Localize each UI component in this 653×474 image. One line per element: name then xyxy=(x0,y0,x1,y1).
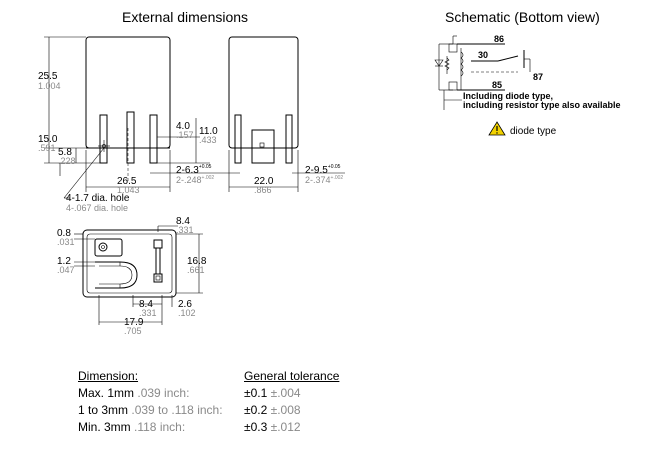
bottom-terminal-u xyxy=(95,261,138,289)
side-terminal-center xyxy=(251,129,275,164)
front-width-mm: 26.5 xyxy=(117,176,137,187)
hole-label-mm: 4-1.7 dia. hole xyxy=(66,193,130,204)
pin-85-label: 85 xyxy=(492,80,502,90)
bottom-g-in: .705 xyxy=(124,326,142,336)
external-dimensions-title: External dimensions xyxy=(122,9,248,25)
bottom-b-in: .047 xyxy=(57,265,75,275)
pin-30-label: 30 xyxy=(478,50,488,60)
diode-symbol xyxy=(434,59,444,67)
bottom-c-in: .331 xyxy=(176,225,194,235)
coil-symbol xyxy=(460,51,464,77)
side-pins-in: 2-.374+.002 xyxy=(305,175,343,185)
row-dim-in: .039 inch: xyxy=(137,386,190,400)
bottom-f-in: .102 xyxy=(178,308,196,318)
side-body-outline xyxy=(228,36,299,149)
bottom-a-mm: 0.8 xyxy=(57,228,71,239)
front-width-in: 1.043 xyxy=(117,185,140,195)
row-dim-mm: Max. 1mm xyxy=(78,386,135,400)
front-height2-in: .591 xyxy=(38,143,56,153)
row-dim-mm: Min. 3mm xyxy=(78,420,131,434)
bottom-d-mm: 16.8 xyxy=(187,256,207,267)
side-width-mm: 22.0 xyxy=(254,176,274,187)
dimension-header: Dimension: xyxy=(78,369,139,383)
schematic-title: Schematic (Bottom view) xyxy=(445,9,600,25)
bottom-body-outline xyxy=(82,229,177,298)
row-tol-mm: ±0.2 xyxy=(244,403,268,417)
front-view: 25.5 1.004 15.0 .591 5.8 .228 26.5 1.043… xyxy=(38,36,240,213)
pin-86-label: 86 xyxy=(494,34,504,44)
front-d1-mm: 4.0 xyxy=(176,121,190,132)
bottom-view: 0.8 .031 1.2 .047 8.4 .331 16.8 .661 8.4… xyxy=(57,216,207,336)
bottom-terminal-vertical xyxy=(155,247,161,275)
front-d1-in: .157 xyxy=(176,130,194,140)
resistor-symbol xyxy=(444,57,450,71)
side-terminal-right xyxy=(285,114,293,164)
tolerance-table: Dimension: General tolerance Max. 1mm .0… xyxy=(78,368,339,436)
row-tol-in: ±.008 xyxy=(270,403,301,417)
bottom-a-in: .031 xyxy=(57,237,75,247)
bottom-terminal-top xyxy=(94,238,123,257)
front-terminal-left xyxy=(99,114,108,164)
diode-type-label: diode type xyxy=(510,126,557,137)
row-dim-mm: 1 to 3mm xyxy=(78,403,129,417)
row-dim-in: .039 to .118 inch: xyxy=(131,403,223,417)
row-tol-in: ±.004 xyxy=(270,386,301,400)
front-d2-in: .433 xyxy=(199,135,217,145)
bottom-g-mm: 17.9 xyxy=(124,317,144,328)
front-d2-mm: 11.0 xyxy=(199,126,218,137)
front-pin-in: .228 xyxy=(58,156,76,166)
front-height-in: 1.004 xyxy=(38,81,61,91)
tolerance-header-right: General tolerance xyxy=(244,369,340,383)
bottom-terminal-small-top xyxy=(153,239,163,249)
row-tol-mm: ±0.3 xyxy=(244,420,268,434)
tolerance-header: Dimension: General tolerance xyxy=(78,368,339,385)
bottom-f-mm: 2.6 xyxy=(178,299,192,310)
tolerance-row: 1 to 3mm .039 to .118 inch: ±0.2 ±.008 xyxy=(78,402,339,419)
bottom-c-mm: 8.4 xyxy=(176,216,190,227)
row-tol-in: ±.012 xyxy=(270,420,301,434)
front-pins-in: 2-.248+.002 xyxy=(176,175,214,185)
side-view: 22.0 .866 2-9.5+0.05 2-.374+.002 xyxy=(228,36,345,195)
bottom-b-mm: 1.2 xyxy=(57,256,71,267)
side-terminal-left xyxy=(234,114,242,164)
schematic-note-2: including resistor type also available xyxy=(463,100,621,110)
front-pin-mm: 5.8 xyxy=(58,147,72,158)
bottom-terminal-small-bottom xyxy=(153,273,163,283)
schematic-note-1: Including diode type, xyxy=(463,91,553,101)
front-height2-mm: 15.0 xyxy=(38,134,58,145)
row-tol-mm: ±0.1 xyxy=(244,386,268,400)
front-terminal-right xyxy=(149,114,158,164)
hole-label-in: 4-.067 dia. hole xyxy=(66,203,128,213)
side-width-in: .866 xyxy=(254,185,272,195)
bottom-e-in: .331 xyxy=(139,308,157,318)
hole-leader xyxy=(63,147,105,199)
schematic-diagram: 86 30 85 87 Including diode type, includ… xyxy=(434,34,621,137)
side-pins-mm: 2-9.5+0.05 xyxy=(305,164,341,176)
bottom-d-in: .661 xyxy=(187,265,205,275)
front-pins-mm: 2-6.3+0.05 xyxy=(176,164,212,176)
front-height-mm: 25.5 xyxy=(38,71,58,82)
tolerance-row: Min. 3mm .118 inch: ±0.3 ±.012 xyxy=(78,419,339,436)
row-dim-in: .118 inch: xyxy=(134,420,186,434)
pin-87-label: 87 xyxy=(533,72,543,82)
bottom-e-mm: 8.4 xyxy=(139,299,153,310)
tolerance-row: Max. 1mm .039 inch: ±0.1 ±.004 xyxy=(78,385,339,402)
